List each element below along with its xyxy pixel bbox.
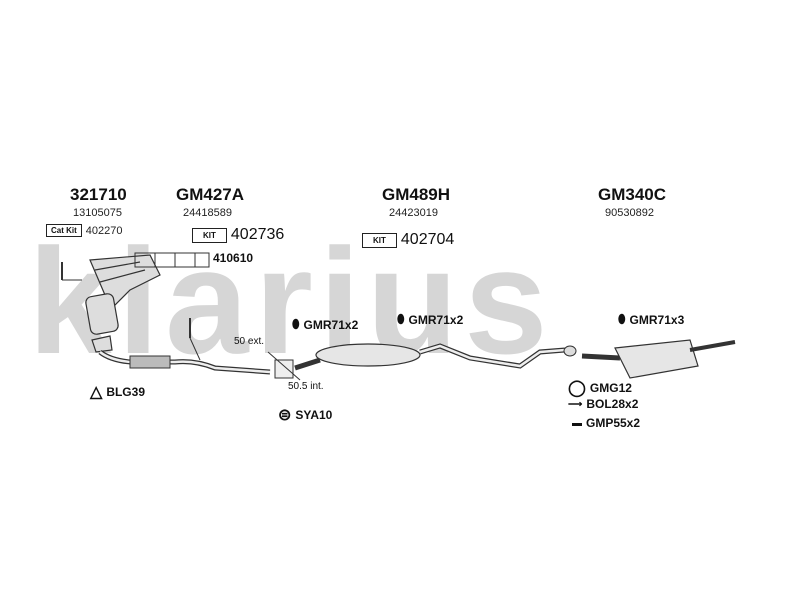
rear-silencer-icon [614, 339, 699, 379]
rubber-mount-icon: ⬮ [618, 312, 626, 326]
gmr-part-3: ⬮ GMR71x3 [618, 312, 685, 327]
gmr-part-2: ⬮ GMR71x2 [397, 312, 464, 327]
gmr-part-1: ⬮ GMR71x2 [292, 317, 359, 332]
sya-part: ⊜ SYA10 [278, 407, 333, 424]
ring-gasket-icon: ◯ [568, 380, 586, 397]
kit-number: 402736 [230, 226, 285, 243]
part-code-321710: 321710 [70, 185, 127, 204]
kit-number: 402704 [400, 231, 455, 248]
flange-gasket-icon: △ [90, 384, 103, 401]
part-ref: 24423019 [389, 207, 438, 219]
paste-icon: ▬ [572, 417, 582, 429]
kit-label: KIT [362, 232, 397, 248]
kit-number: 402270 [85, 224, 123, 237]
part-code-gm489h: GM489H [382, 185, 451, 204]
ext-note: 50 ext. [234, 336, 265, 347]
centre-silencer-icon [315, 343, 421, 367]
kit: KIT 402704 [362, 231, 454, 249]
kit-label: KIT [192, 227, 227, 243]
int-note: 50.5 int. [288, 381, 324, 392]
rubber-mount-icon: ⬮ [292, 317, 300, 331]
gasket-set-icon [134, 252, 210, 268]
bol-part: ⟶ BOL28x2 [568, 397, 639, 411]
part-ref: 13105075 [73, 207, 122, 219]
kit-label: Cat Kit [46, 224, 82, 237]
cat-kit: Cat Kit 402270 [46, 224, 123, 237]
kit: KIT 402736 [192, 226, 284, 244]
bolt-icon: ⟶ [568, 398, 583, 410]
flex-joint-icon [129, 355, 171, 369]
clamp-icon: ⊜ [278, 407, 292, 424]
part-code-gm427a: GM427A [176, 185, 245, 204]
gmg-part: ◯ GMG12 [568, 380, 632, 397]
gmp-part: ▬ GMP55x2 [572, 416, 641, 430]
clamp-icon [274, 359, 294, 379]
part-code-gm340c: GM340C [598, 185, 667, 204]
part-ref: 24418589 [183, 207, 232, 219]
gasket-set-code: 410610 [213, 251, 254, 265]
part-ref: 90530892 [605, 207, 654, 219]
blg-part: △ BLG39 [90, 384, 145, 401]
rubber-mount-icon: ⬮ [397, 312, 405, 326]
